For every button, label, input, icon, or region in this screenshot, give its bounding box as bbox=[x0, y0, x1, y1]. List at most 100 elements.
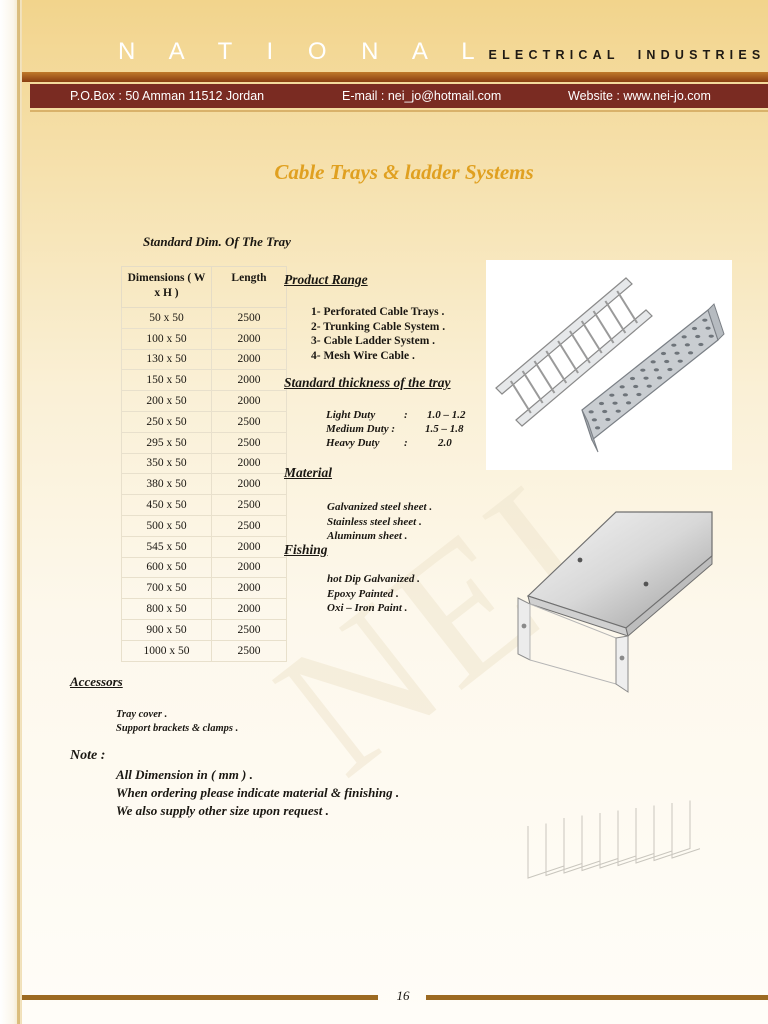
list-item: 3- Cable Ladder System . bbox=[311, 335, 436, 347]
dimension-cell: 900 x 50 bbox=[121, 618, 212, 641]
dimension-cell: 295 x 50 bbox=[121, 431, 212, 454]
duty-value: 1.5 – 1.8 bbox=[425, 423, 464, 435]
duty-value: 1.0 – 1.2 bbox=[427, 409, 466, 421]
length-cell: 2500 bbox=[211, 431, 287, 454]
header-rule bbox=[30, 110, 768, 112]
dimension-cell: 350 x 50 bbox=[121, 452, 212, 475]
accessors-list: Tray cover . Support brackets & clamps . bbox=[116, 708, 238, 736]
duty-separator: : bbox=[404, 437, 408, 449]
dimension-cell: 545 x 50 bbox=[121, 535, 212, 558]
list-item: Oxi – Iron Paint . bbox=[327, 602, 408, 614]
brand-industries: INDUSTRIES bbox=[637, 48, 766, 62]
footer-rule-left bbox=[22, 995, 378, 1000]
page-title: Cable Trays & ladder Systems bbox=[274, 160, 534, 184]
dimension-cell: 50 x 50 bbox=[121, 307, 212, 329]
duty-label: Light Duty bbox=[326, 409, 376, 421]
list-item: Stainless steel sheet . bbox=[327, 515, 422, 528]
dimension-cell: 250 x 50 bbox=[121, 410, 212, 433]
note-title: Note : bbox=[70, 748, 106, 763]
dimension-cell: 500 x 50 bbox=[121, 514, 212, 537]
tray-product-photo bbox=[486, 260, 732, 470]
length-cell: 2000 bbox=[211, 598, 287, 620]
product-range-title: Product Range bbox=[284, 272, 368, 287]
list-item: Support brackets & clamps . bbox=[116, 723, 239, 734]
list-item: hot Dip Galvanized . bbox=[327, 573, 420, 585]
page-number: 16 bbox=[396, 988, 410, 1003]
list-item: All Dimension in ( mm ) . bbox=[116, 767, 253, 782]
length-cell: 2000 bbox=[211, 535, 287, 558]
thickness-row: Light Duty : 1.0 – 1.2 bbox=[326, 408, 486, 422]
thickness-list: Light Duty : 1.0 – 1.2 Medium Duty : 1.5… bbox=[326, 408, 486, 450]
accessors-title: Accessors bbox=[70, 674, 123, 689]
list-item: Tray cover . bbox=[116, 709, 168, 720]
list-item: Aluminum sheet . bbox=[327, 530, 408, 542]
dimension-cell: 450 x 50 bbox=[121, 494, 212, 516]
list-item: We also supply other size upon request . bbox=[116, 803, 329, 818]
brand-national: N A T I O N A L bbox=[118, 38, 489, 65]
contact-bar: P.O.Box : 50 Amman 11512 Jordan E-mail :… bbox=[30, 84, 768, 108]
mesh-wire-image bbox=[527, 798, 709, 879]
length-cell: 2000 bbox=[211, 390, 287, 412]
brand-electrical: ELECTRICAL bbox=[488, 48, 620, 62]
list-item: When ordering please indicate material &… bbox=[116, 785, 400, 800]
length-cell: 2000 bbox=[211, 369, 287, 392]
duty-value: 2.0 bbox=[438, 437, 452, 449]
email-address: E-mail : nei_jo@hotmail.com bbox=[342, 89, 502, 103]
tray-caption: Standard Dim. Of The Tray bbox=[143, 234, 291, 249]
list-item: Galvanized steel sheet . bbox=[327, 501, 433, 513]
length-cell: 2000 bbox=[211, 348, 287, 371]
dimension-cell: 130 x 50 bbox=[121, 348, 212, 371]
po-box: P.O.Box : 50 Amman 11512 Jordan bbox=[70, 89, 265, 103]
website-address: Website : www.nei-jo.com bbox=[568, 89, 711, 103]
dimension-cell: 1000 x 50 bbox=[121, 639, 212, 662]
note-list: All Dimension in ( mm ) . When ordering … bbox=[116, 766, 399, 820]
trunking-cover-photo bbox=[516, 508, 714, 694]
list-item: 1- Perforated Cable Trays . bbox=[311, 306, 445, 318]
thickness-row: Heavy Duty : 2.0 bbox=[326, 436, 486, 450]
duty-separator: : bbox=[404, 409, 408, 421]
thickness-title: Standard thickness of the tray bbox=[284, 375, 451, 390]
dimension-cell: 100 x 50 bbox=[121, 327, 212, 350]
page-binding-edge bbox=[0, 0, 22, 1024]
list-item: 2- Trunking Cable System . bbox=[311, 320, 446, 333]
list-item: Epoxy Painted . bbox=[327, 587, 399, 600]
fishing-title: Fishing bbox=[284, 542, 328, 557]
duty-label: Medium Duty : bbox=[326, 423, 396, 435]
dimension-cell: 150 x 50 bbox=[121, 369, 212, 392]
material-title: Material bbox=[284, 465, 333, 480]
length-cell: 2000 bbox=[211, 556, 287, 579]
length-cell: 2500 bbox=[211, 639, 287, 662]
product-range-list: 1- Perforated Cable Trays . 2- Trunking … bbox=[311, 305, 445, 363]
length-cell: 2500 bbox=[211, 410, 287, 433]
length-cell: 2500 bbox=[211, 514, 287, 537]
fishing-list: hot Dip Galvanized . Epoxy Painted . Oxi… bbox=[327, 572, 420, 616]
trunking-with-cover-image bbox=[517, 511, 713, 693]
length-cell: 2500 bbox=[211, 618, 287, 641]
thickness-row: Medium Duty : 1.5 – 1.8 bbox=[326, 422, 486, 436]
header-dimensions: Dimensions ( W x H ) bbox=[121, 266, 212, 308]
length-cell: 2000 bbox=[211, 577, 287, 600]
header-length: Length bbox=[211, 266, 287, 308]
length-cell: 2000 bbox=[211, 473, 287, 496]
length-cell: 2500 bbox=[211, 307, 287, 329]
header-band bbox=[22, 72, 768, 82]
ladder-and-perforated-tray-image bbox=[495, 277, 725, 453]
dimension-cell: 380 x 50 bbox=[121, 473, 212, 496]
mesh-wire-tray-photo bbox=[520, 796, 709, 890]
